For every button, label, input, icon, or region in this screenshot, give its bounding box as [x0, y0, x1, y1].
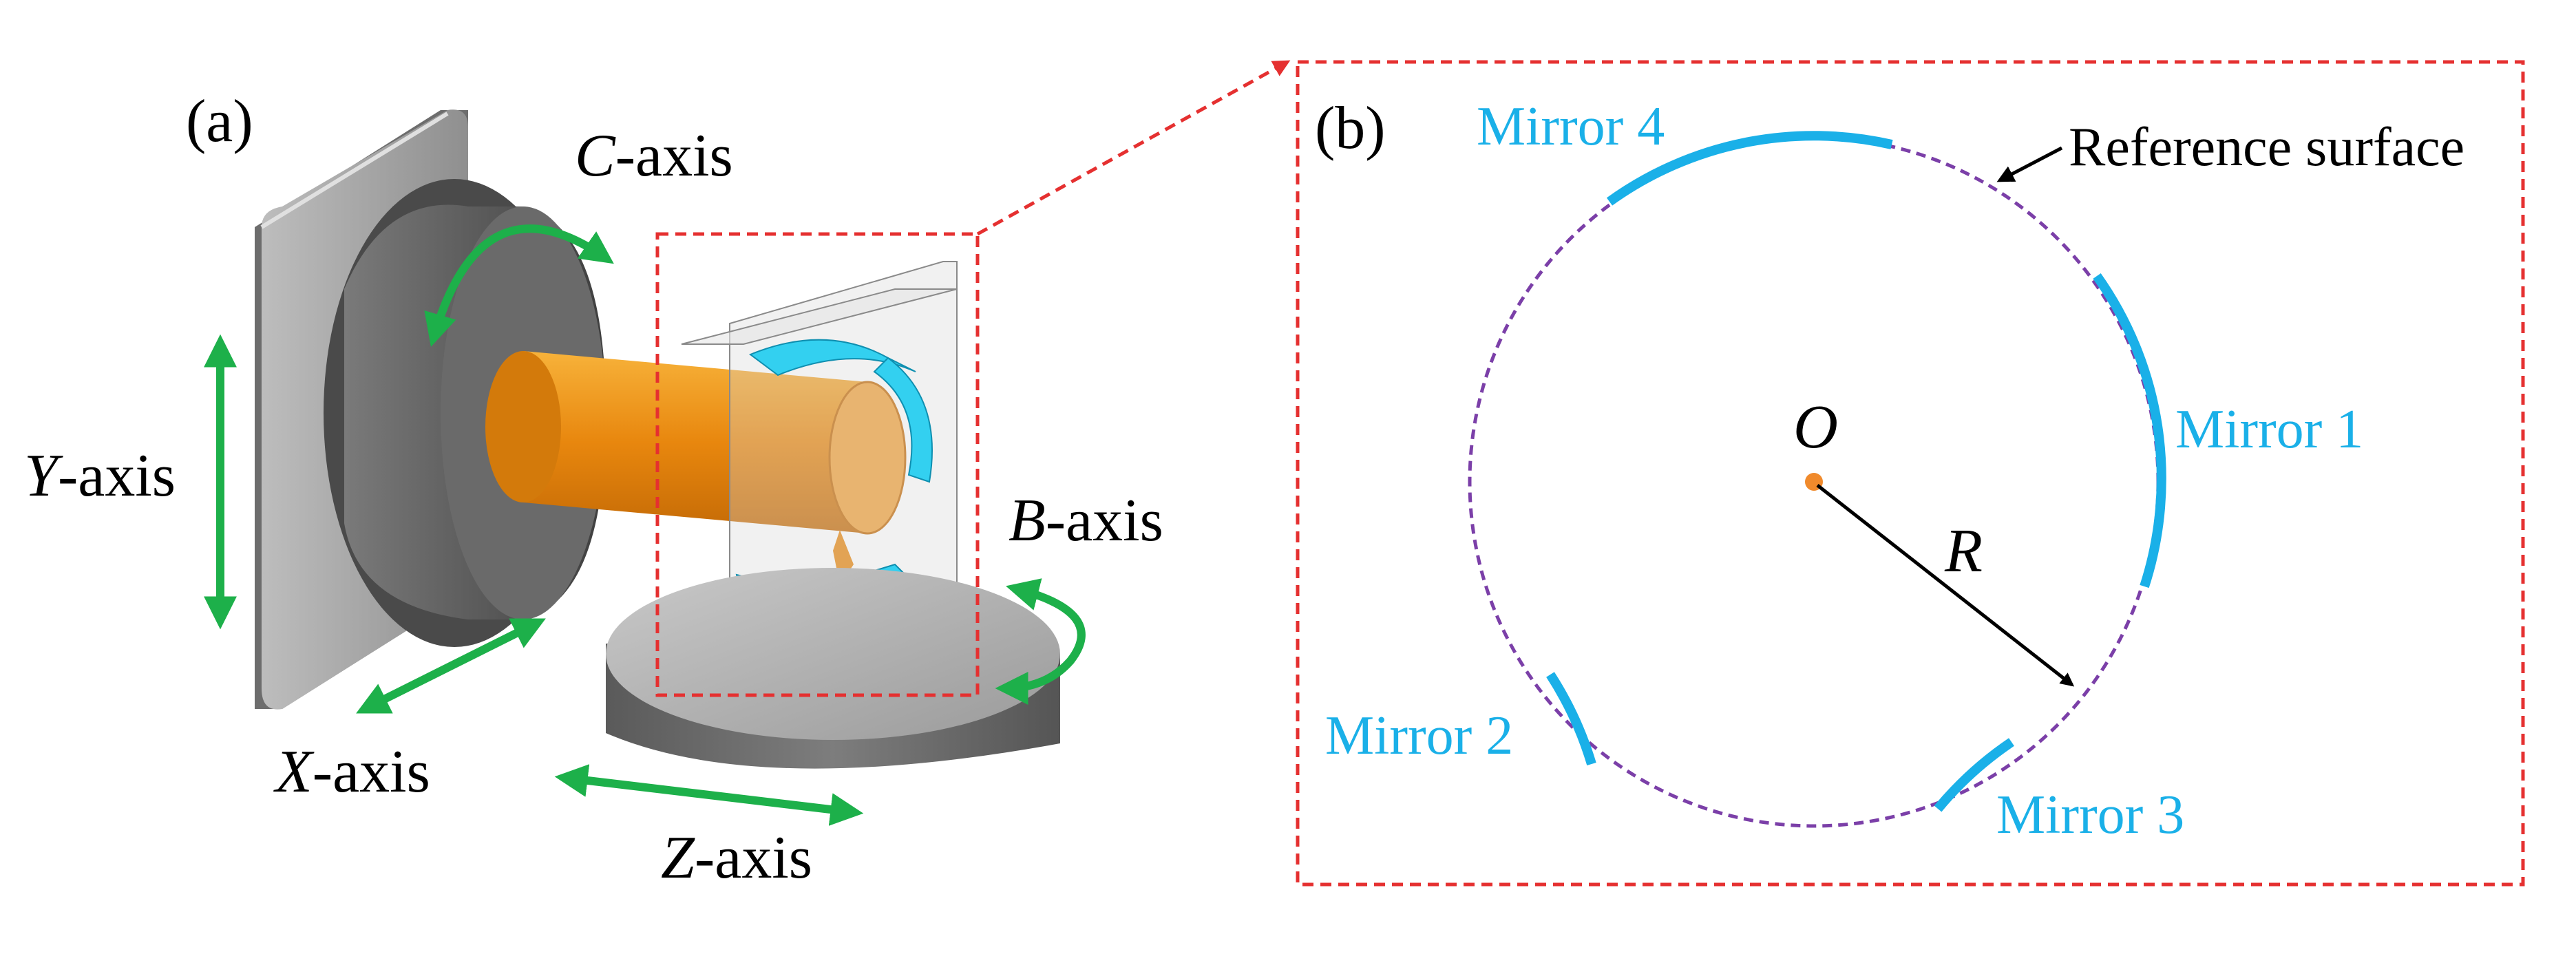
panel-a-label: (a)	[186, 88, 253, 155]
panel-b-label: (b)	[1315, 95, 1386, 162]
y-axis-label: Y-axis	[24, 443, 176, 509]
reference-surface-label: Reference surface	[2069, 117, 2464, 178]
b-axis-arrow	[995, 578, 1086, 705]
mirror-3	[1934, 738, 2014, 812]
mirror-2	[1546, 672, 1596, 766]
reference-surface-pointer	[1996, 146, 2063, 182]
radius-arrow	[1816, 484, 2075, 687]
rotary-table	[606, 568, 1060, 769]
mirror-3-label: Mirror 3	[1996, 785, 2184, 845]
zoom-region-box	[655, 232, 980, 697]
mirror-4	[1606, 131, 1893, 206]
c-axis-arrow	[424, 224, 614, 347]
c-axis-label: C-axis	[575, 123, 733, 189]
radius-label: R	[1944, 517, 1983, 585]
panel-a	[255, 109, 1060, 769]
panel-b	[1468, 131, 2166, 828]
mirror-1	[2093, 273, 2166, 589]
axis-arrows	[204, 224, 1086, 826]
center-label: O	[1793, 393, 1838, 461]
panel-b-frame	[1296, 60, 2525, 887]
mirror-2-label: Mirror 2	[1325, 706, 1513, 766]
mirror-4-label: Mirror 4	[1477, 96, 1665, 157]
mirror-1-label: Mirror 1	[2175, 399, 2363, 460]
zoom-connector-arrow	[976, 60, 1291, 236]
x-axis-label: X-axis	[273, 739, 430, 805]
x-axis-arrow	[356, 618, 546, 714]
b-axis-label: B-axis	[1009, 487, 1163, 554]
workpiece-cylinder	[485, 351, 907, 585]
z-axis-label: Z-axis	[661, 825, 812, 891]
z-axis-arrow	[554, 764, 864, 826]
